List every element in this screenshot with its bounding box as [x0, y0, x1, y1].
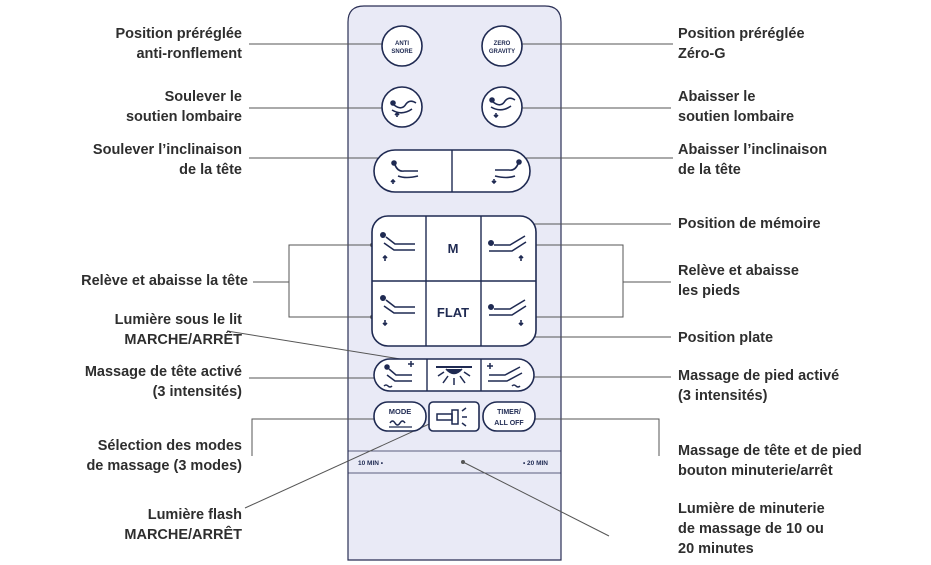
lumbar-down-button[interactable]	[481, 86, 523, 128]
label-line: anti-ronflement	[136, 46, 242, 62]
flat-button[interactable]: FLAT	[437, 305, 469, 320]
underbed-light-icon	[436, 366, 472, 385]
label-line: Abaisser le	[678, 89, 756, 105]
label-anti-snore: Position préréglée anti-ronflement	[115, 24, 242, 64]
flashlight-button[interactable]	[428, 401, 480, 432]
label-line: Position préréglée	[115, 26, 242, 42]
head-down-icon	[379, 294, 415, 327]
label-line: Lumière flash	[147, 507, 242, 523]
label-lumbar-up: Soulever le soutien lombaire	[126, 87, 242, 127]
zero-gravity-label-2: GRAVITY	[489, 49, 515, 55]
label-tilt-up: Soulever l’inclinaison de la tête	[93, 140, 242, 180]
leader-lines	[226, 43, 673, 537]
label-underbed-light: Lumière sous le lit MARCHE/ARRÊT	[115, 310, 242, 350]
label-line: (3 intensités)	[678, 388, 768, 404]
foot-massage-button[interactable]	[487, 363, 523, 388]
label-line: bouton minuterie/arrêt	[678, 463, 833, 479]
tilt-down-button[interactable]	[491, 159, 522, 185]
tilt-pill	[373, 149, 531, 193]
mode-label: MODE	[389, 407, 412, 416]
head-down-button[interactable]	[379, 294, 415, 327]
label-line: Abaisser l’inclinaison	[678, 142, 828, 158]
flashlight-icon	[436, 407, 467, 427]
tilt-up-icon	[390, 160, 419, 184]
memory-label: M	[448, 241, 459, 256]
label-line: Zéro-G	[678, 46, 726, 62]
timer-10min-label: 10 MIN •	[358, 460, 384, 467]
label-line: les pieds	[678, 283, 741, 299]
lumbar-down-icon	[489, 97, 516, 119]
label-line: soutien lombaire	[125, 109, 242, 125]
memory-button[interactable]: M	[448, 241, 459, 256]
anti-snore-label-1: ANTI	[395, 41, 409, 47]
label-head-massage: Massage de tête activé (3 intensités)	[85, 362, 242, 402]
label-line: Lumière sous le lit	[114, 312, 242, 328]
wave-icon	[389, 420, 406, 426]
label-line: Lumière de minuterie	[678, 501, 825, 517]
label-line: Position préréglée	[678, 26, 805, 42]
label-line: (3 intensités)	[152, 384, 242, 400]
label-memory: Position de mémoire	[678, 214, 821, 234]
feet-up-icon	[487, 235, 527, 261]
label-feet: Relève et abaisse les pieds	[678, 261, 799, 301]
position-grid	[371, 215, 537, 347]
label-line: Soulever l’inclinaison	[92, 142, 242, 158]
lumbar-up-button[interactable]	[381, 86, 423, 128]
flat-label: FLAT	[437, 305, 469, 320]
label-line: MARCHE/ARRÊT	[124, 332, 242, 348]
head-up-icon	[379, 232, 415, 261]
label-line: de massage (3 modes)	[86, 458, 242, 474]
label-flashlight: Lumière flash MARCHE/ARRÊT	[124, 505, 242, 545]
foot-massage-icon	[487, 363, 523, 388]
label-line: Sélection des modes	[97, 438, 242, 454]
anti-snore-label-2: SNORE	[391, 49, 412, 55]
label-flat: Position plate	[678, 328, 773, 348]
label-line: Position de mémoire	[678, 216, 821, 232]
feet-down-icon	[487, 299, 527, 327]
label-zero-g: Position préréglée Zéro-G	[678, 24, 805, 64]
timer-label-1: TIMER/	[497, 409, 521, 416]
massage-row	[373, 358, 535, 392]
feet-down-button[interactable]	[487, 299, 527, 327]
label-line: de la tête	[179, 162, 242, 178]
timer-button[interactable]: TIMER/ ALL OFF	[482, 401, 536, 432]
label-timer-light: Lumière de minuterie de massage de 10 ou…	[678, 499, 825, 559]
tilt-down-icon	[491, 159, 522, 185]
label-line: Massage de tête et de pied	[678, 443, 862, 459]
label-line: Position plate	[678, 330, 774, 346]
label-line: Massage de tête activé	[84, 364, 242, 380]
feet-up-button[interactable]	[487, 235, 527, 261]
tilt-up-button[interactable]	[390, 160, 419, 184]
head-massage-button[interactable]	[383, 361, 414, 388]
timer-label-2: ALL OFF	[494, 420, 524, 427]
label-line: 20 minutes	[678, 541, 754, 557]
label-lumbar-down: Abaisser le soutien lombaire	[678, 87, 794, 127]
mode-button[interactable]: MODE	[373, 401, 427, 432]
label-foot-massage: Massage de pied activé (3 intensités)	[678, 366, 839, 406]
label-line: MARCHE/ARRÊT	[124, 527, 242, 543]
lumbar-up-icon	[390, 100, 417, 117]
label-line: Soulever le	[164, 89, 242, 105]
label-massage-modes: Sélection des modes de massage (3 modes)	[86, 436, 242, 476]
zero-gravity-label-1: ZERO	[494, 41, 511, 47]
zero-gravity-button[interactable]: ZERO GRAVITY	[481, 25, 523, 67]
label-line: Massage de pied activé	[678, 368, 840, 384]
label-line: Relève et abaisse la tête	[81, 273, 248, 289]
timer-20min-label: • 20 MIN	[523, 460, 548, 467]
head-up-button[interactable]	[379, 232, 415, 261]
label-line: Relève et abaisse	[678, 263, 799, 279]
label-tilt-down: Abaisser l’inclinaison de la tête	[678, 140, 827, 180]
label-head: Relève et abaisse la tête	[81, 271, 248, 291]
label-line: de la tête	[678, 162, 741, 178]
anti-snore-button[interactable]: ANTI SNORE	[381, 25, 423, 67]
head-massage-icon	[383, 361, 414, 388]
label-timer-off: Massage de tête et de pied bouton minute…	[678, 441, 862, 481]
underbed-light-button[interactable]	[436, 366, 472, 385]
label-line: de massage de 10 ou	[678, 521, 824, 537]
label-line: soutien lombaire	[678, 109, 795, 125]
